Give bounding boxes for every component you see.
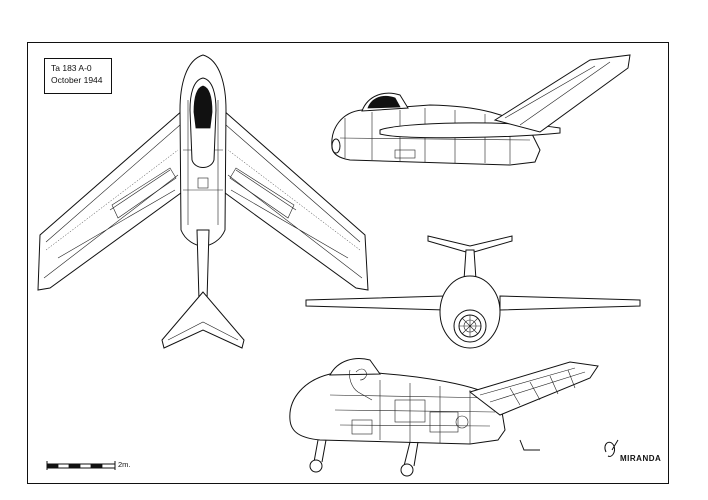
cutaway-vertical-fin xyxy=(468,361,599,416)
scale-label: 2m. xyxy=(118,460,131,469)
cutaway-main-gear xyxy=(403,441,419,467)
side-view-vertical-fin xyxy=(493,54,631,133)
drawing-frame xyxy=(27,42,669,484)
top-view-horizontal-tail xyxy=(161,291,245,349)
drawing-date: October 1944 xyxy=(51,75,103,85)
scale-bar xyxy=(46,461,116,470)
front-view-right-wing xyxy=(499,295,641,311)
top-view-cockpit-glass xyxy=(193,85,213,129)
front-view xyxy=(305,235,641,349)
top-view-left-wing xyxy=(37,108,186,291)
top-view xyxy=(37,54,369,349)
title-block: Ta 183 A-0 October 1944 xyxy=(44,58,112,94)
signature-text: MIRANDA xyxy=(620,454,662,463)
side-view-wing xyxy=(379,122,561,139)
front-view-left-wing xyxy=(305,295,446,311)
signature-mark xyxy=(604,439,619,457)
cutaway-view xyxy=(289,358,599,477)
side-view xyxy=(331,54,631,166)
cutaway-nose-gear xyxy=(313,439,327,463)
top-view-tail-boom xyxy=(196,229,210,301)
front-view-tailplane xyxy=(427,235,513,253)
aircraft-designation: Ta 183 A-0 xyxy=(51,63,92,73)
cutaway-fuselage xyxy=(289,371,506,445)
